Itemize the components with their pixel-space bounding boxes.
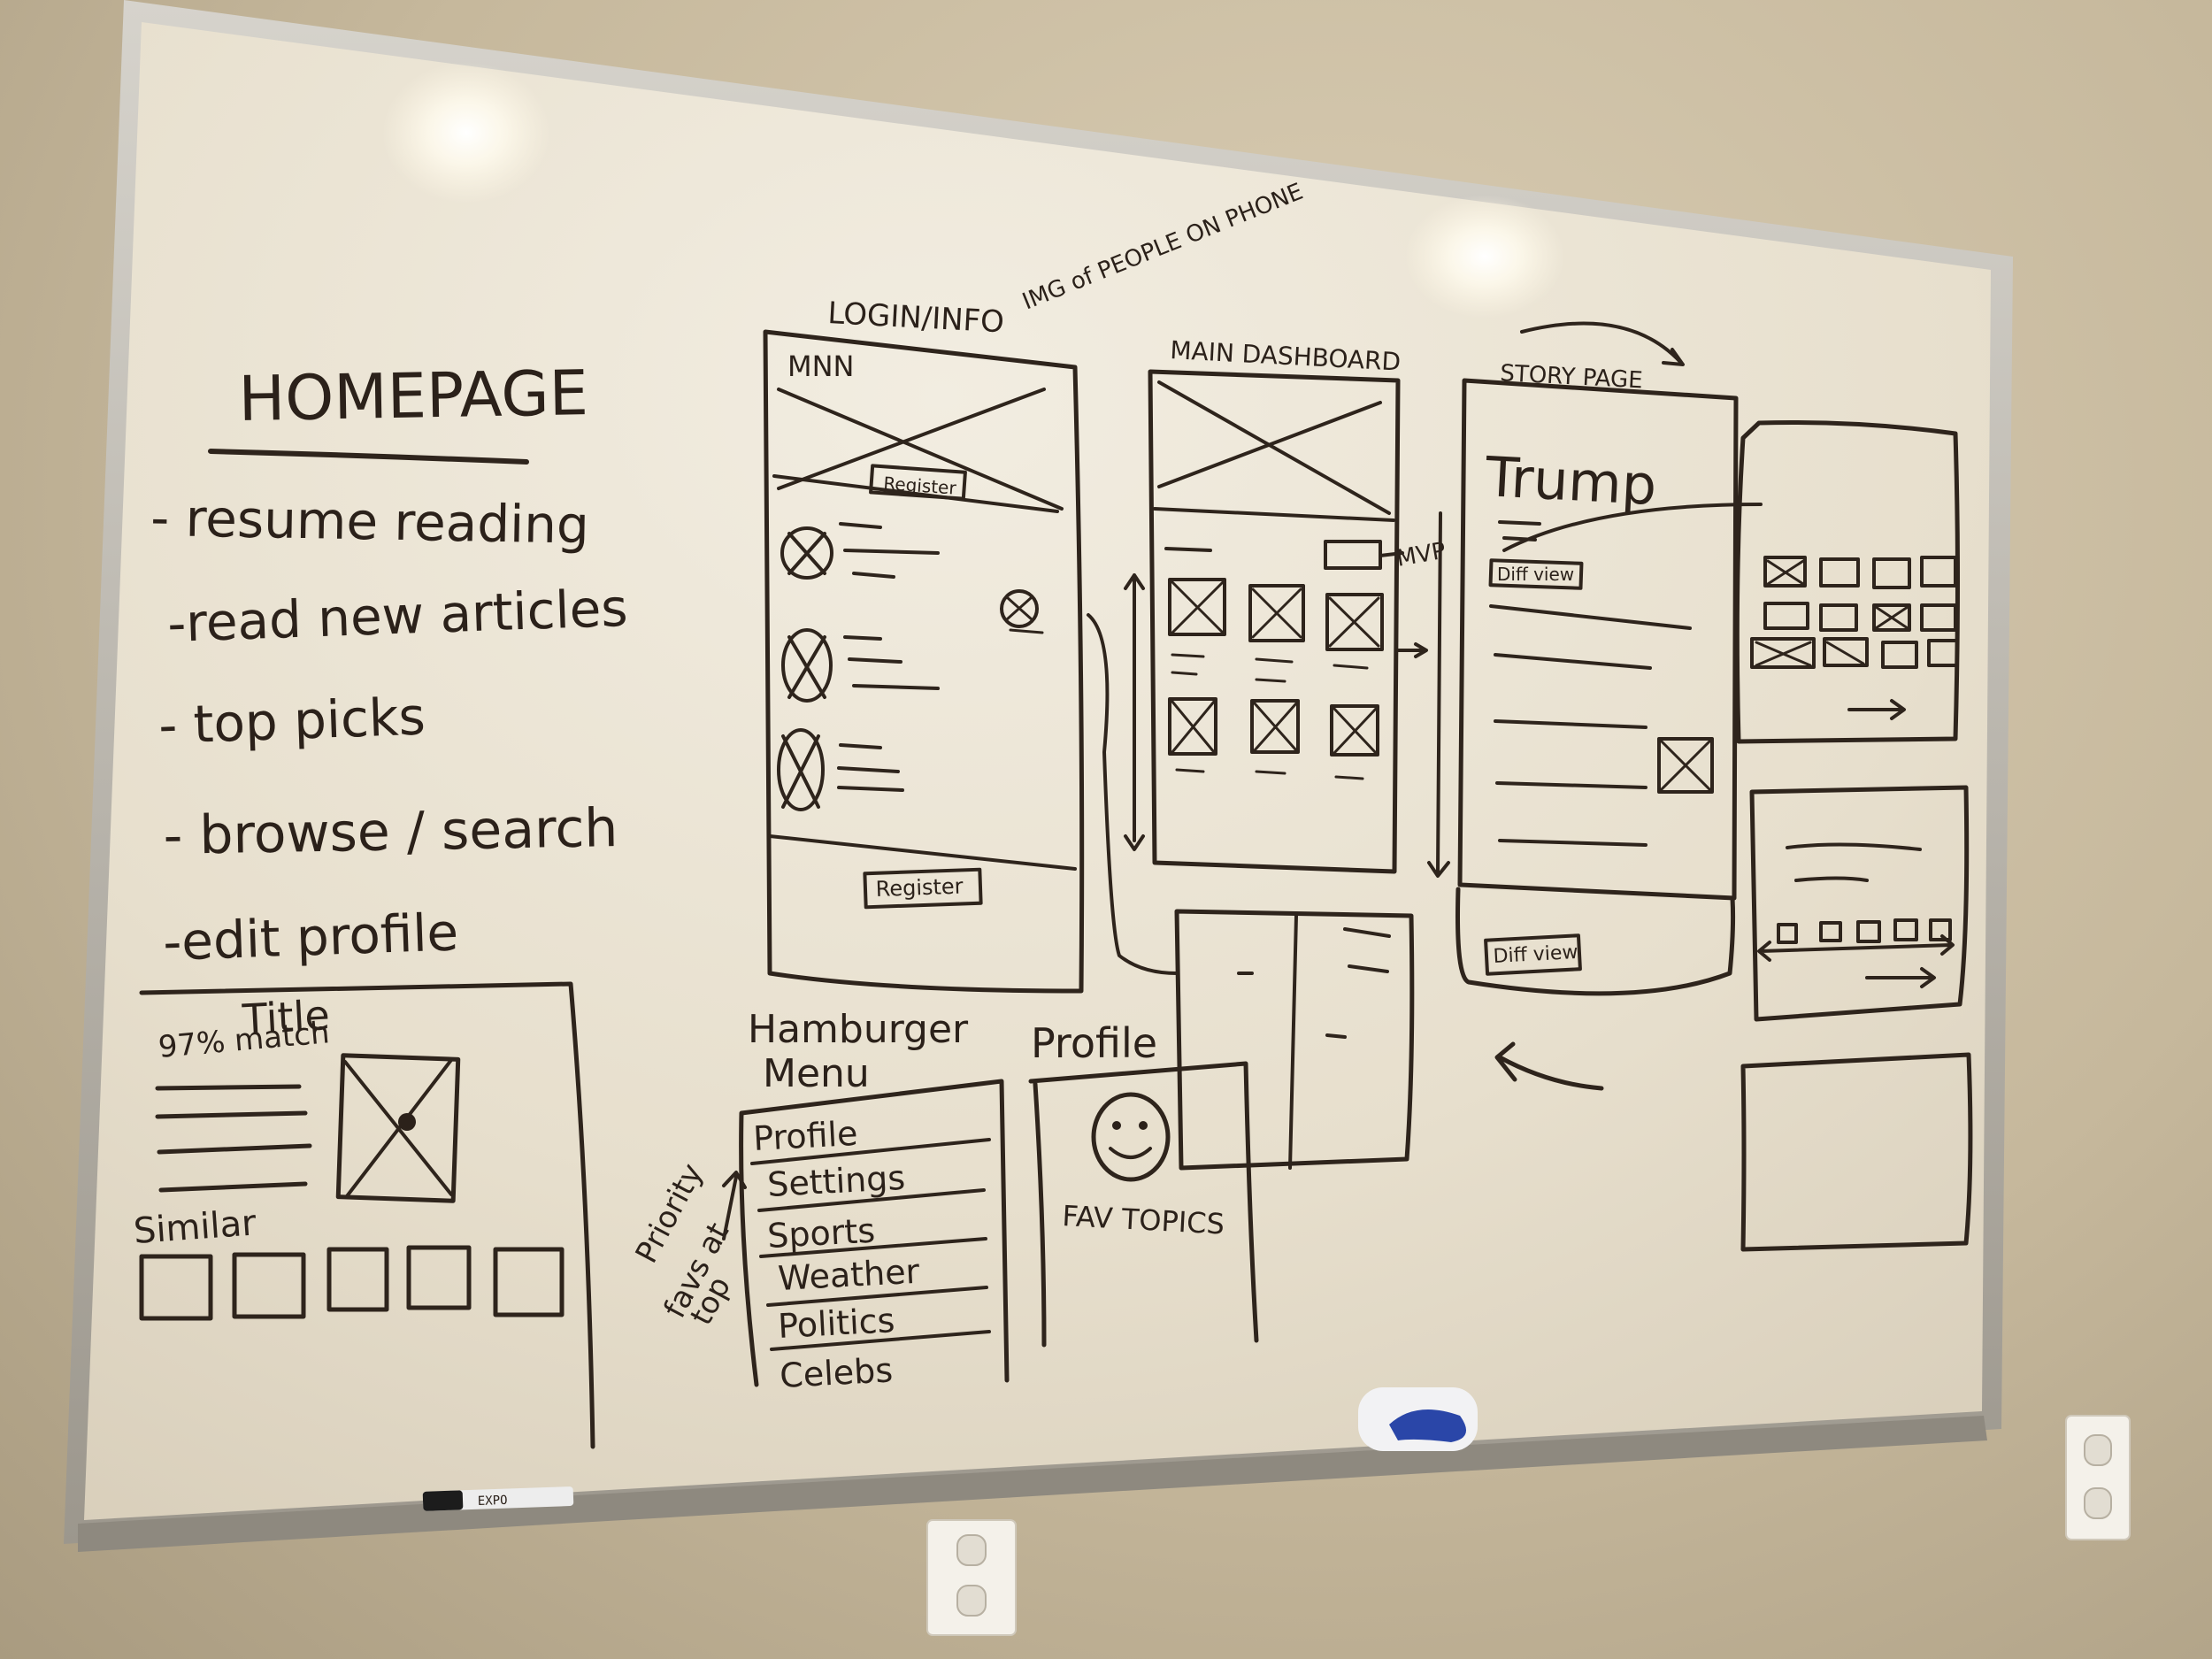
wall-outlet-right bbox=[2065, 1415, 2131, 1540]
article-title-label: Title bbox=[241, 991, 331, 1043]
back-arrow bbox=[1494, 1041, 1604, 1091]
homepage-item: - resume reading bbox=[150, 488, 590, 556]
hamburger-item: Celebs bbox=[779, 1350, 894, 1395]
diff-view-top-label: Diff view bbox=[1497, 564, 1574, 585]
article-card-sketch: Title 97% match Similar bbox=[132, 981, 595, 1449]
similar-thumb bbox=[139, 1254, 213, 1321]
grid-variant-panel bbox=[1734, 420, 1960, 744]
diff-view-bottom-label: Diff view bbox=[1493, 941, 1578, 968]
register-button-top-label: Register bbox=[883, 472, 958, 499]
hamburger-item: Weather bbox=[777, 1252, 920, 1298]
hamburger-heading-line2: Menu bbox=[763, 1051, 870, 1096]
light-glare-left bbox=[382, 62, 550, 204]
light-glare-right bbox=[1405, 195, 1564, 319]
drawer-wireframe bbox=[1087, 613, 1415, 1171]
dry-erase-marker: EXPO bbox=[422, 1486, 574, 1511]
whiteboard bbox=[64, 0, 2013, 1552]
similar-thumb bbox=[326, 1247, 389, 1312]
marker-brand-label: EXPO bbox=[478, 1494, 508, 1509]
similar-thumb bbox=[232, 1252, 306, 1319]
register-button-top bbox=[869, 464, 967, 501]
story-title: Trump bbox=[1483, 444, 1658, 518]
similar-label: Similar bbox=[132, 1202, 257, 1252]
wall-outlet-bottom bbox=[926, 1519, 1017, 1636]
story-wireframe: STORY PAGE Trump Diff view Diff view bbox=[1427, 321, 1763, 996]
marker-tray bbox=[78, 1416, 1987, 1552]
login-logo: MNN bbox=[787, 349, 854, 383]
hamburger-heading-line1: Hamburger bbox=[748, 1007, 969, 1052]
homepage-title: HOMEPAGE bbox=[238, 357, 589, 435]
register-button-bottom-label: Register bbox=[875, 874, 964, 902]
hamburger-menu-items: Profile Settings Sports Weather Politics… bbox=[752, 1114, 920, 1395]
similar-thumb bbox=[406, 1245, 472, 1310]
whiteboard-eraser bbox=[1358, 1387, 1478, 1451]
whiteboard-surface bbox=[84, 22, 1991, 1520]
hamburger-item: Politics bbox=[777, 1301, 895, 1346]
dashboard-tiles bbox=[1168, 578, 1384, 780]
hamburger-item: Profile bbox=[752, 1114, 858, 1158]
profile-heading: Profile bbox=[1031, 1019, 1157, 1067]
empty-variant-panel bbox=[1740, 1052, 1973, 1252]
homepage-item: - top picks bbox=[157, 687, 426, 756]
hamburger-menu-sketch: Hamburger Menu Profile Settings Sports W… bbox=[629, 1007, 1010, 1395]
similar-thumb bbox=[493, 1247, 565, 1317]
profile-sketch: Profile FAV TOPICS bbox=[1028, 1019, 1259, 1348]
carousel-variant-panel bbox=[1749, 785, 1970, 1022]
homepage-item: - browse / search bbox=[163, 797, 618, 867]
avatar-smiley-icon bbox=[1091, 1092, 1171, 1182]
homepage-item: -edit profile bbox=[162, 902, 459, 972]
register-button-bottom bbox=[863, 867, 983, 910]
hamburger-item: Settings bbox=[766, 1158, 906, 1204]
